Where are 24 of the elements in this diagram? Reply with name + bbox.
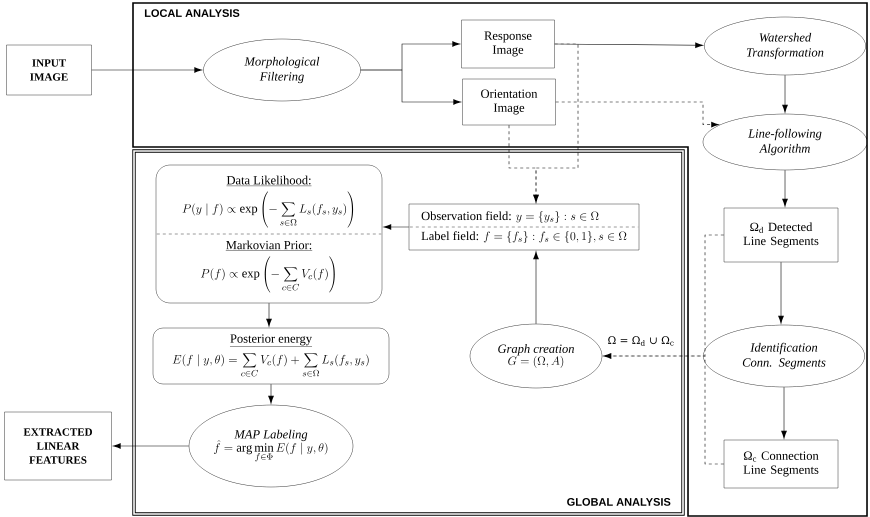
arrow <box>91 67 202 73</box>
arrow <box>508 124 539 203</box>
arrow <box>383 224 410 230</box>
arrow <box>782 170 788 207</box>
process-box: Ω$_{c}$ Connection Line Segments <box>724 440 838 488</box>
model-box: Data Likelihood: $P(y\mid f)\propto\exp\left(-\sum_{s\in\Omega}L_s(f_s,y_s)\right)$ Markovian Prior: $P(f)\propto\exp\left(-\sum_{c\in C}V_c(f)\right)$ <box>156 164 382 304</box>
arrow <box>112 443 190 449</box>
arrow <box>533 251 539 324</box>
arrow <box>778 262 784 324</box>
box: EXTRACTED LINEAR FEATURES <box>4 412 112 480</box>
field-box: Observation field: $y=\{y_s\}:s\in\Omega$ Label field: $f=\{f_s\}:f_s\in\{0,1\},s\in\Omega$ <box>408 204 640 250</box>
process-box: Response Image <box>461 20 555 68</box>
arrow <box>603 353 724 464</box>
arrow <box>360 70 462 105</box>
process-box: Ω$_{d}$ Detected Line Segments <box>724 208 838 262</box>
arrow <box>782 74 788 113</box>
arrow <box>555 102 720 128</box>
arrow <box>268 384 274 404</box>
energy-box: Posterior energy $E(f\mid y,\theta)=\sum_{c\in C}V_c(f)+\sum_{s\in\Omega}L_s(f_s,y_s)$ <box>152 328 390 384</box>
arrow <box>266 302 272 327</box>
arrow <box>781 386 787 439</box>
edge-label: Ω = Ω$_{d}$ ∪ Ω$_{c}$ <box>606 335 676 347</box>
process-box: Orientation Image <box>462 78 556 126</box>
box: INPUT IMAGE <box>6 44 92 96</box>
